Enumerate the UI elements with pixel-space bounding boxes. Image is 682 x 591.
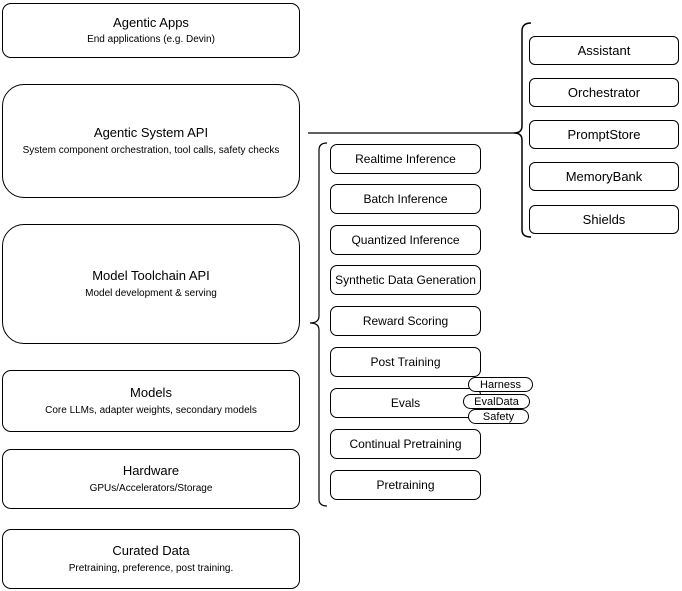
eval-tag-label: Harness [480, 378, 521, 391]
eval-tag-label: EvalData [474, 395, 519, 408]
toolchain-item-label: Evals [390, 396, 421, 410]
component-promptstore: PromptStore [529, 120, 679, 149]
box-title: Agentic System API [93, 125, 209, 141]
component-label: MemoryBank [565, 169, 643, 184]
toolchain-item-label: Batch Inference [363, 192, 448, 206]
eval-tag-label: Safety [482, 410, 515, 423]
component-shields: Shields [529, 205, 679, 234]
component-memorybank: MemoryBank [529, 162, 679, 191]
box-subtitle: GPUs/Accelerators/Storage [89, 482, 213, 494]
component-orchestrator: Orchestrator [529, 78, 679, 107]
toolchain-item-label: Realtime Inference [355, 152, 456, 166]
box-curated-data: Curated Data Pretraining, preference, po… [2, 529, 300, 589]
toolchain-item-pretraining: Pretraining [330, 470, 481, 500]
toolchain-item-continual-pretraining: Continual Pretraining [330, 429, 481, 459]
toolchain-item-label: Continual Pretraining [349, 437, 462, 451]
toolchain-item-label: Pretraining [376, 478, 435, 492]
component-label: Orchestrator [567, 85, 641, 100]
toolchain-item-label: Quantized Inference [351, 233, 460, 247]
box-subtitle: Pretraining, preference, post training. [68, 562, 234, 574]
component-label: Shields [582, 212, 626, 227]
toolchain-item-batch-inference: Batch Inference [330, 184, 481, 214]
box-agentic-system-api: Agentic System API System component orch… [2, 84, 300, 198]
box-subtitle: End applications (e.g. Devin) [87, 34, 215, 46]
toolchain-item-evals: Evals [330, 388, 481, 418]
component-label: Assistant [577, 43, 631, 58]
box-model-toolchain-api: Model Toolchain API Model development & … [2, 224, 300, 344]
eval-tag-safety: Safety [468, 409, 529, 424]
box-agentic-apps: Agentic Apps End applications (e.g. Devi… [2, 3, 300, 58]
box-title: Model Toolchain API [92, 268, 210, 284]
toolchain-brace [309, 142, 328, 507]
box-title: Agentic Apps [113, 14, 189, 30]
box-subtitle: Core LLMs, adapter weights, secondary mo… [45, 404, 257, 416]
toolchain-item-reward-scoring: Reward Scoring [330, 306, 481, 336]
box-title: Curated Data [112, 543, 190, 559]
toolchain-item-label: Reward Scoring [362, 314, 449, 328]
component-label: PromptStore [567, 127, 641, 142]
box-subtitle: System component orchestration, tool cal… [22, 144, 280, 156]
box-title: Hardware [122, 463, 180, 479]
toolchain-item-label: Post Training [370, 355, 441, 369]
box-subtitle: Model development & serving [85, 287, 217, 299]
toolchain-item-post-training: Post Training [330, 347, 481, 377]
box-hardware: Hardware GPUs/Accelerators/Storage [2, 449, 300, 509]
eval-tag-harness: Harness [468, 377, 533, 392]
eval-tag-evaldata: EvalData [463, 394, 530, 409]
box-models: Models Core LLMs, adapter weights, secon… [2, 370, 300, 432]
component-assistant: Assistant [529, 36, 679, 65]
box-title: Models [130, 385, 172, 401]
toolchain-item-label: Synthetic Data Generation [335, 273, 476, 287]
toolchain-item-synthetic-data-generation: Synthetic Data Generation [330, 265, 481, 295]
toolchain-item-quantized-inference: Quantized Inference [330, 225, 481, 255]
toolchain-item-realtime-inference: Realtime Inference [330, 144, 481, 174]
